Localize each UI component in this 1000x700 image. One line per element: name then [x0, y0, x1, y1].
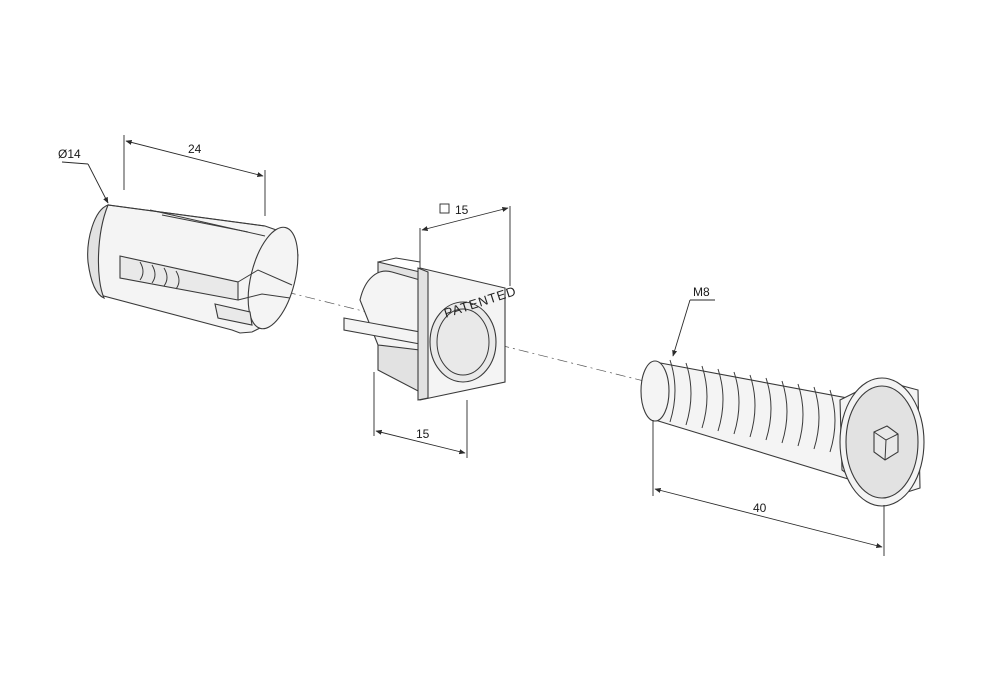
thread-leader-line: [672, 299, 691, 357]
sleeve-length-label: 24: [188, 142, 202, 156]
insert-depth-dimension-line: [375, 429, 466, 455]
insert-depth-label: 15: [416, 427, 430, 441]
square-symbol-icon: [439, 203, 450, 214]
thread-size-label: M8: [693, 285, 710, 299]
diameter-leader-line: [61, 161, 89, 165]
sleeve-diameter-label: Ø14: [58, 147, 81, 161]
sleeve-length-dimension-line: [125, 139, 264, 178]
square-insert: PATENTED: [343, 257, 518, 401]
countersunk-screw: [640, 359, 925, 507]
slotted-sleeve: [87, 204, 299, 334]
screw-length-dimension-line: [654, 487, 883, 549]
square-size-dimension-line: [421, 206, 509, 232]
square-size-label: 15: [455, 203, 469, 217]
screw-length-label: 40: [753, 501, 767, 515]
